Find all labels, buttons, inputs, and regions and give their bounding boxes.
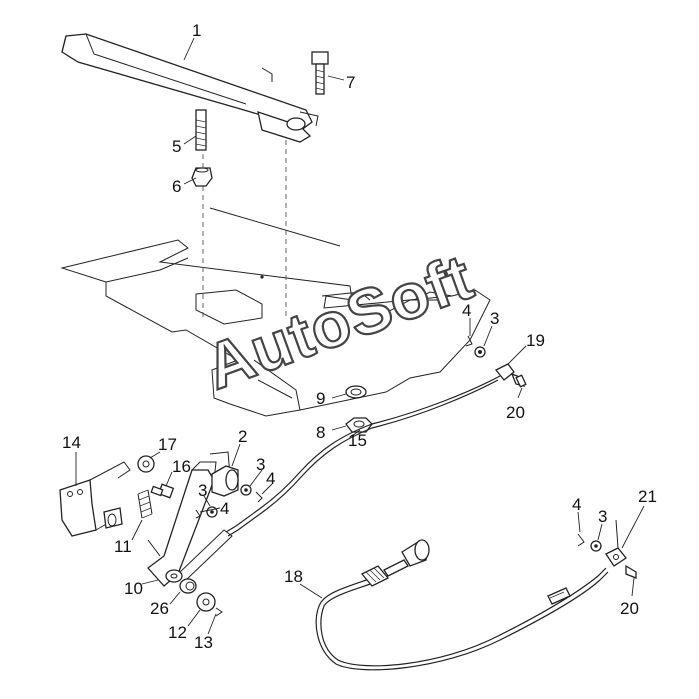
callout-3-lower-right: 3 bbox=[598, 507, 607, 526]
callout-26: 26 bbox=[150, 599, 169, 618]
cable-part-15 bbox=[225, 375, 501, 537]
callout-19: 19 bbox=[526, 331, 545, 350]
cable-part-18 bbox=[315, 539, 609, 671]
callout-21: 21 bbox=[638, 487, 657, 506]
callout-3-upper: 3 bbox=[490, 309, 499, 328]
callout-12: 12 bbox=[168, 623, 187, 642]
washer-part-12 bbox=[196, 592, 216, 612]
bolt-part-7 bbox=[311, 51, 329, 95]
spring-part-11 bbox=[137, 489, 153, 519]
callout-20-lower: 20 bbox=[620, 599, 639, 618]
leader-lines bbox=[75, 37, 645, 635]
watermark-text: AutoSoft bbox=[196, 240, 482, 403]
callout-18: 18 bbox=[284, 567, 303, 586]
washer-part-9 bbox=[345, 385, 367, 399]
clip-part-4-lever bbox=[255, 491, 263, 503]
washer-part-17 bbox=[137, 455, 155, 473]
callout-7: 7 bbox=[346, 73, 355, 92]
callout-4-lower: 4 bbox=[220, 499, 229, 518]
floor-panel bbox=[60, 207, 491, 417]
bolt-part-16 bbox=[150, 483, 175, 499]
callout-3-lever: 3 bbox=[256, 455, 265, 474]
callout-9: 9 bbox=[316, 389, 325, 408]
stud-part-5 bbox=[195, 109, 207, 151]
lever-part-10 bbox=[147, 451, 233, 587]
washer-part-3-lower bbox=[206, 506, 218, 518]
bushing-part-2 bbox=[211, 465, 239, 497]
callout-3-lower: 3 bbox=[198, 481, 207, 500]
callout-4-lower-right: 4 bbox=[572, 495, 581, 514]
callout-5: 5 bbox=[172, 137, 181, 156]
callout-6: 6 bbox=[172, 177, 181, 196]
callout-4-upper: 4 bbox=[462, 301, 471, 320]
pin-part-13 bbox=[215, 607, 223, 617]
callout-8: 8 bbox=[316, 423, 325, 442]
callout-16: 16 bbox=[172, 457, 191, 476]
callout-10: 10 bbox=[124, 579, 143, 598]
callout-15: 15 bbox=[348, 431, 367, 450]
callout-14: 14 bbox=[62, 433, 81, 452]
bracket-part-14 bbox=[59, 461, 131, 537]
clip-part-4-lower bbox=[195, 509, 201, 519]
callout-labels: 1 7 5 6 4 3 19 9 20 8 15 14 17 16 2 3 4 … bbox=[62, 21, 657, 652]
bushing-part-26 bbox=[179, 578, 197, 594]
callout-11: 11 bbox=[114, 537, 132, 556]
callout-17: 17 bbox=[158, 435, 177, 454]
callout-20-upper: 20 bbox=[506, 403, 525, 422]
hardware-upper-right bbox=[465, 335, 527, 388]
callout-13: 13 bbox=[194, 633, 213, 652]
washer-part-3-lever bbox=[240, 484, 252, 496]
pedal-part-1 bbox=[61, 33, 319, 143]
hardware-lower-right bbox=[577, 519, 637, 579]
callout-1: 1 bbox=[192, 21, 201, 40]
callout-4-lever: 4 bbox=[266, 469, 275, 488]
nut-part-6 bbox=[191, 167, 213, 187]
rod-on-bracket bbox=[103, 507, 123, 529]
callout-2: 2 bbox=[238, 427, 247, 446]
